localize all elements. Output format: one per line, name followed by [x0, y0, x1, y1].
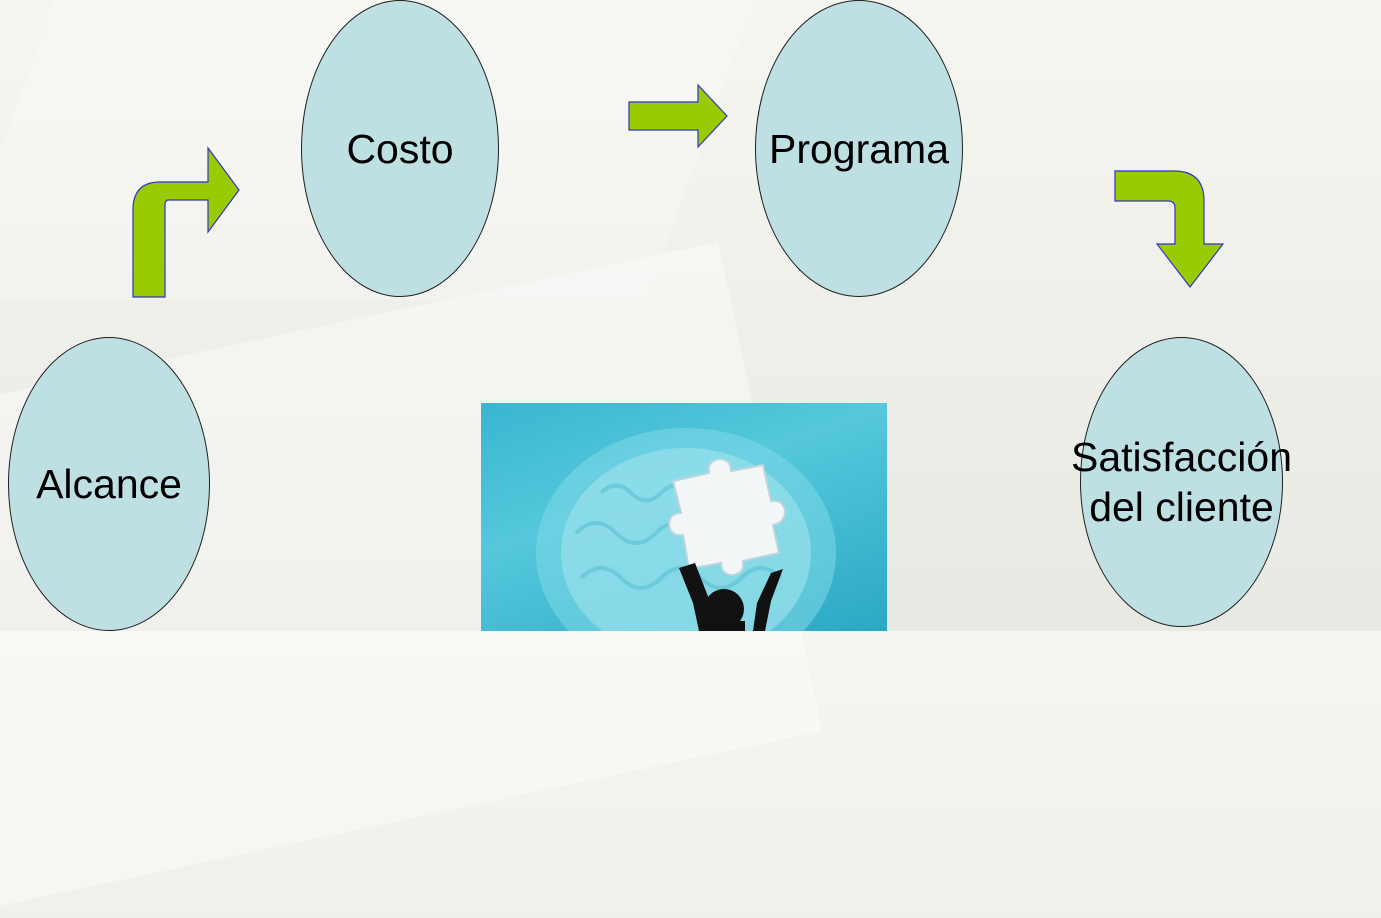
node-costo-label: Costo — [346, 125, 454, 172]
brain-puzzle-image — [481, 403, 887, 631]
bent-arrow-down-right-icon — [1114, 170, 1225, 288]
node-satisfaccion: Satisfacción del cliente — [1071, 337, 1292, 627]
node-costo: Costo — [301, 0, 499, 297]
bent-arrow-up-right-icon — [132, 146, 240, 298]
node-alcance-label: Alcance — [36, 461, 182, 507]
node-programa: Programa — [755, 0, 963, 297]
node-satisfaccion-label-line2: del cliente — [1089, 484, 1274, 530]
node-programa-label: Programa — [768, 125, 949, 172]
arrow-right-icon — [628, 83, 728, 149]
node-alcance: Alcance — [8, 337, 210, 631]
node-satisfaccion-label-line1: Satisfacción — [1070, 434, 1293, 480]
